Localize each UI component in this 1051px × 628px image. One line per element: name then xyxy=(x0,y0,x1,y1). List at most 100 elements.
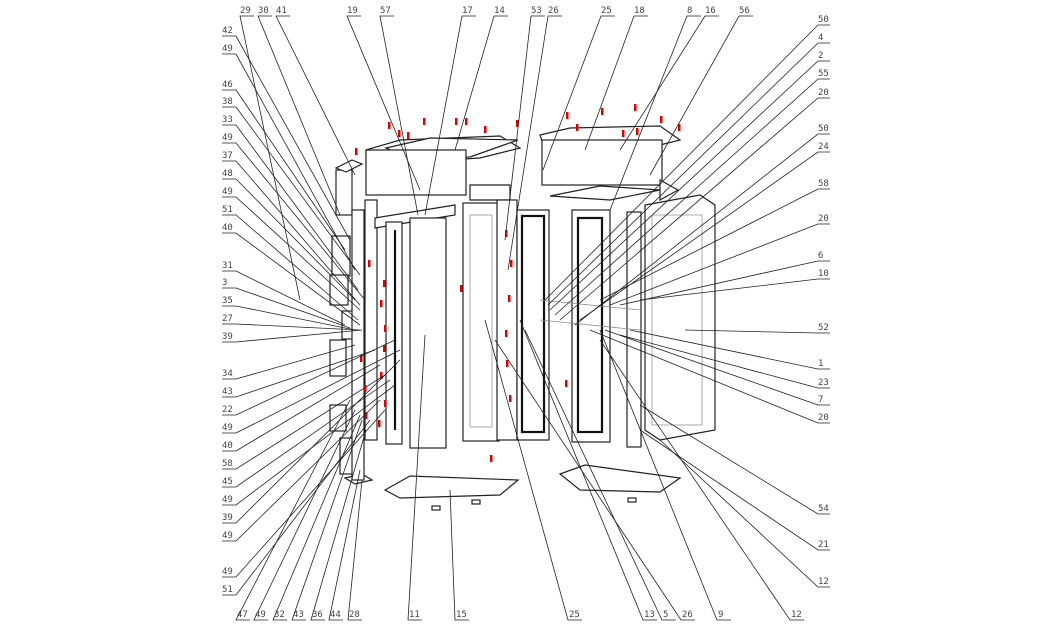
callout-label-left: 39 xyxy=(222,332,233,342)
leader-line xyxy=(379,15,419,216)
callout-label-top: 8 xyxy=(687,6,692,16)
leader-line xyxy=(222,124,359,291)
leader-line xyxy=(424,15,476,216)
fastener-mark xyxy=(678,124,681,131)
callout-label-right: 21 xyxy=(818,540,829,550)
callout-label-right: 7 xyxy=(818,395,823,405)
leader-line xyxy=(222,384,396,506)
leader-line xyxy=(222,349,376,398)
leader-line xyxy=(639,278,830,301)
leader-line xyxy=(589,329,830,424)
leader-line xyxy=(524,329,676,621)
callout-label-right: 6 xyxy=(818,251,823,261)
callout-label-bottom: 49 xyxy=(255,610,266,620)
callout-label-bottom: 12 xyxy=(791,610,802,620)
top-panel-right xyxy=(539,125,682,201)
fastener-mark xyxy=(510,260,513,267)
fastener-mark xyxy=(660,116,663,123)
leader-line xyxy=(222,287,351,329)
fastener-mark xyxy=(622,130,625,137)
callout-label-top: 53 xyxy=(531,6,542,16)
leader-line xyxy=(222,232,361,326)
fastener-marks xyxy=(355,104,681,462)
fastener-mark xyxy=(364,385,367,392)
callout-label-right: 20 xyxy=(818,413,829,423)
callout-label-left: 51 xyxy=(222,205,233,215)
callout-label-right: 58 xyxy=(818,179,829,189)
callout-label-left: 39 xyxy=(222,513,233,523)
callout-label-left: 37 xyxy=(222,151,233,161)
callout-label-top: 26 xyxy=(548,6,559,16)
callout-label-bottom: 15 xyxy=(456,610,467,620)
fastener-mark xyxy=(576,124,579,131)
callout-label-left: 49 xyxy=(222,423,233,433)
glass-door xyxy=(571,209,642,448)
fastener-mark xyxy=(380,300,383,307)
leader-line xyxy=(291,419,363,621)
callout-label-left: 49 xyxy=(222,187,233,197)
fastener-mark xyxy=(384,400,387,407)
callout-label-right: 10 xyxy=(818,269,829,279)
fastener-mark xyxy=(365,412,368,419)
leader-line xyxy=(310,429,367,621)
callout-label-left: 33 xyxy=(222,115,233,125)
leader-line xyxy=(222,35,351,241)
callout-label-top: 25 xyxy=(601,6,612,16)
callout-label-left: 49 xyxy=(222,531,233,541)
leader-line xyxy=(222,178,356,301)
callout-label-bottom: 5 xyxy=(663,610,668,620)
fastener-mark xyxy=(636,128,639,135)
leader-line xyxy=(639,404,830,515)
fastener-mark xyxy=(380,372,383,379)
callout-label-top: 17 xyxy=(462,6,473,16)
leader-line xyxy=(649,15,753,176)
leader-line xyxy=(494,339,695,621)
leader-line xyxy=(222,359,401,524)
leader-line xyxy=(222,399,381,542)
callout-label-right: 55 xyxy=(818,69,829,79)
fastener-mark xyxy=(490,455,493,462)
shelf-column-left xyxy=(329,159,378,485)
callout-label-bottom: 26 xyxy=(682,610,693,620)
leader-line xyxy=(619,15,719,151)
callout-label-bottom: 9 xyxy=(718,610,723,620)
callout-label-right: 52 xyxy=(818,323,829,333)
leader-line xyxy=(222,89,346,251)
leader-line xyxy=(328,469,361,621)
callout-label-top: 19 xyxy=(347,6,358,16)
leader-line xyxy=(504,15,545,241)
callout-label-left: 43 xyxy=(222,387,233,397)
leader-line xyxy=(346,15,421,191)
callout-label-left: 31 xyxy=(222,261,233,271)
fastener-mark xyxy=(368,260,371,267)
leader-line xyxy=(222,374,386,470)
callout-label-left: 40 xyxy=(222,223,233,233)
fastener-mark xyxy=(505,230,508,237)
fastener-mark xyxy=(355,148,358,155)
leader-line xyxy=(609,15,701,211)
leader-line xyxy=(639,429,830,551)
leader-line xyxy=(222,323,361,331)
fastener-mark xyxy=(634,104,637,111)
fastener-mark xyxy=(383,280,386,287)
callout-label-left: 45 xyxy=(222,477,233,487)
leader-line xyxy=(257,15,341,216)
callout-label-top: 16 xyxy=(705,6,716,16)
callout-label-left: 49 xyxy=(222,495,233,505)
leader-line xyxy=(599,339,804,621)
fastener-mark xyxy=(407,132,410,139)
callout-label-bottom: 11 xyxy=(409,610,420,620)
fastener-mark xyxy=(484,126,487,133)
leader-line xyxy=(222,142,366,301)
leader-line xyxy=(222,53,356,271)
callout-label-left: 35 xyxy=(222,296,233,306)
callout-label-left: 51 xyxy=(222,585,233,595)
leader-line xyxy=(222,419,371,596)
fastener-mark xyxy=(388,122,391,129)
leader-line xyxy=(484,319,582,621)
leader-line xyxy=(619,334,830,389)
leader-line xyxy=(275,15,356,176)
leader-line xyxy=(542,15,615,171)
leader-line xyxy=(604,329,830,406)
leader-line xyxy=(235,399,351,621)
